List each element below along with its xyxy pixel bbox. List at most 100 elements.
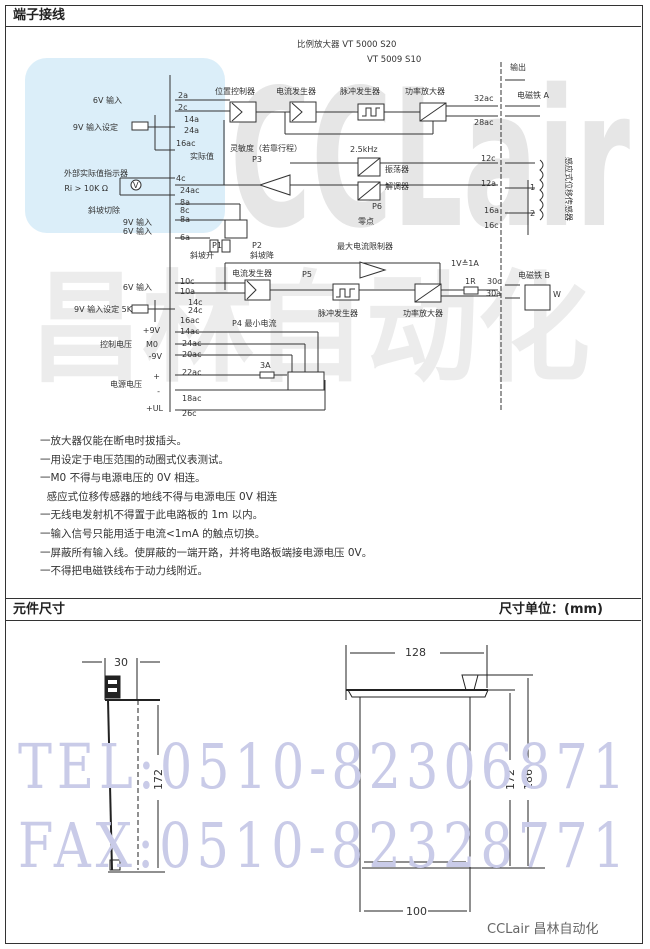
blocks xyxy=(130,101,551,391)
note: 一无线电发射机不得置于此电路板的 1m 以内。 xyxy=(40,509,264,522)
svg-text:M0: M0 xyxy=(146,340,158,349)
svg-text:电流发生器: 电流发生器 xyxy=(276,86,316,96)
svg-text:18ac: 18ac xyxy=(182,394,201,403)
dimensions-section-header: 元件尺寸 尺寸单位：(mm) xyxy=(5,598,641,621)
svg-text:+UL: +UL xyxy=(146,404,164,413)
svg-text:14a: 14a xyxy=(184,115,199,124)
dim-side-height: 172 xyxy=(152,769,165,790)
dimension-labels: 30 172 128 172 186 100 xyxy=(114,646,535,918)
svg-text:14ac: 14ac xyxy=(180,327,199,336)
svg-text:P2: P2 xyxy=(252,241,262,250)
svg-text:1V≙1A: 1V≙1A xyxy=(451,259,479,268)
svg-text:最大电流限制器: 最大电流限制器 xyxy=(337,241,393,251)
svg-text:16a: 16a xyxy=(484,206,499,215)
svg-text:+9V: +9V xyxy=(143,326,161,335)
note: 感应式位移传感器的地线不得与电源电压 0V 相连 xyxy=(40,490,278,503)
svg-text:12a: 12a xyxy=(481,179,496,188)
block-symbols xyxy=(231,102,544,303)
svg-text:32ac: 32ac xyxy=(474,94,493,103)
page-frame xyxy=(5,5,643,944)
svg-text:8a: 8a xyxy=(180,215,190,224)
svg-text:解调器: 解调器 xyxy=(385,181,409,191)
svg-text:P1: P1 xyxy=(212,241,222,250)
svg-text:30c: 30c xyxy=(487,277,502,286)
svg-text:24a: 24a xyxy=(184,126,199,135)
svg-text:6a: 6a xyxy=(180,233,190,242)
wires xyxy=(119,62,540,412)
notes-list: 一放大器仅能在断电时拔插头。 一用设定于电压范围的动圈式仪表测试。 一M0 不得… xyxy=(40,432,372,581)
svg-text:外部实际值指示器: 外部实际值指示器 xyxy=(64,168,128,178)
side-view-drawing xyxy=(82,658,165,873)
svg-text:4c: 4c xyxy=(176,174,186,183)
svg-text:电源电压: 电源电压 xyxy=(110,379,142,389)
ramp-block xyxy=(224,219,248,239)
svg-text:3A: 3A xyxy=(260,361,271,370)
model-line-1: 比例放大器 VT 5000 S20 xyxy=(297,39,396,50)
svg-text:斜坡切除: 斜坡切除 xyxy=(88,205,120,215)
svg-text:斜坡升: 斜坡升 xyxy=(190,250,214,260)
svg-text:-9V: -9V xyxy=(149,352,163,361)
note: 一屏蔽所有输入线。使屏蔽的一端开路，并将电路板端接电源电压 0V。 xyxy=(40,546,373,559)
svg-text:振荡器: 振荡器 xyxy=(385,164,409,174)
svg-text:功率放大器: 功率放大器 xyxy=(403,308,443,318)
svg-text:26c: 26c xyxy=(182,409,197,418)
svg-text:2: 2 xyxy=(530,209,535,218)
fax-watermark: FAX:0510-82328771 xyxy=(18,809,630,882)
svg-text:零点: 零点 xyxy=(358,217,374,226)
svg-text:1R: 1R xyxy=(465,277,476,286)
dim-front-top-width: 128 xyxy=(405,646,426,659)
svg-text:12c: 12c xyxy=(481,154,496,163)
dim-side-width: 30 xyxy=(114,656,128,669)
brand-label: CCLair 昌林自动化 xyxy=(487,922,599,937)
tel-watermark: TEL:0510-82306871 xyxy=(18,730,630,803)
svg-text:斜坡降: 斜坡降 xyxy=(250,250,274,260)
svg-text:6V 输入: 6V 输入 xyxy=(123,282,152,292)
logo-watermark-bg xyxy=(25,58,225,233)
svg-text:10a: 10a xyxy=(180,287,195,296)
svg-text:28ac: 28ac xyxy=(474,118,493,127)
svg-text:30a: 30a xyxy=(486,289,501,298)
svg-text:V: V xyxy=(133,181,139,190)
svg-text:22ac: 22ac xyxy=(182,368,201,377)
svg-text:Ri > 10K Ω: Ri > 10K Ω xyxy=(64,184,108,193)
svg-text:位置控制器: 位置控制器 xyxy=(215,86,255,96)
svg-text:电流发生器: 电流发生器 xyxy=(232,268,272,278)
dim-front-total-height: 186 xyxy=(522,769,535,790)
svg-text:控制电压: 控制电压 xyxy=(100,339,132,349)
left-labels: 6V 输入 9V 输入设定 外部实际值指示器 Ri > 10K Ω 斜坡切除 9… xyxy=(64,95,164,413)
note: 一M0 不得与电源电压的 0V 相连。 xyxy=(40,472,206,485)
svg-text:16ac: 16ac xyxy=(180,316,199,325)
svg-text:功率放大器: 功率放大器 xyxy=(405,86,445,96)
solenoid-b-block xyxy=(524,284,551,311)
dim-front-body-width: 100 xyxy=(406,905,427,918)
svg-text:24c: 24c xyxy=(188,306,203,315)
power-supply-block xyxy=(287,371,325,391)
wiring-section-header: 端子接线 xyxy=(5,5,641,27)
svg-text:脉冲发生器: 脉冲发生器 xyxy=(340,86,380,96)
svg-text:9V 输入设定 5K: 9V 输入设定 5K xyxy=(74,304,133,314)
svg-text:9V 输入设定: 9V 输入设定 xyxy=(73,122,118,132)
svg-text:P6: P6 xyxy=(372,202,382,211)
svg-text:实际值: 实际值 xyxy=(190,151,214,161)
dim-front-body-height: 172 xyxy=(504,769,517,790)
dimensions-title: 元件尺寸 xyxy=(13,602,66,617)
model-line-2: VT 5009 S10 xyxy=(367,55,421,65)
svg-text:6V 输入: 6V 输入 xyxy=(93,95,122,105)
svg-text:灵敏度（若靠行程）: 灵敏度（若靠行程） xyxy=(230,143,302,153)
svg-text:20ac: 20ac xyxy=(182,350,201,359)
svg-text:10c: 10c xyxy=(180,277,195,286)
svg-text:1: 1 xyxy=(530,183,535,192)
note: 一不得把电磁铁线布于动力线附近。 xyxy=(40,565,208,578)
svg-text:P5: P5 xyxy=(302,270,312,279)
svg-text:8a: 8a xyxy=(180,198,190,207)
svg-text:输出: 输出 xyxy=(510,62,526,72)
logo-watermark-text: CCLair xyxy=(230,49,630,270)
note: 一用设定于电压范围的动圈式仪表测试。 xyxy=(40,453,229,466)
svg-text:6V 输入: 6V 输入 xyxy=(123,226,152,236)
svg-text:电磁铁 A: 电磁铁 A xyxy=(517,90,550,100)
note: 一输入信号只能用适于电流<1mA 的触点切换。 xyxy=(40,527,266,540)
wiring-title: 端子接线 xyxy=(13,8,66,23)
svg-text:2a: 2a xyxy=(178,91,188,100)
svg-text:P4 最小电流: P4 最小电流 xyxy=(232,318,276,328)
